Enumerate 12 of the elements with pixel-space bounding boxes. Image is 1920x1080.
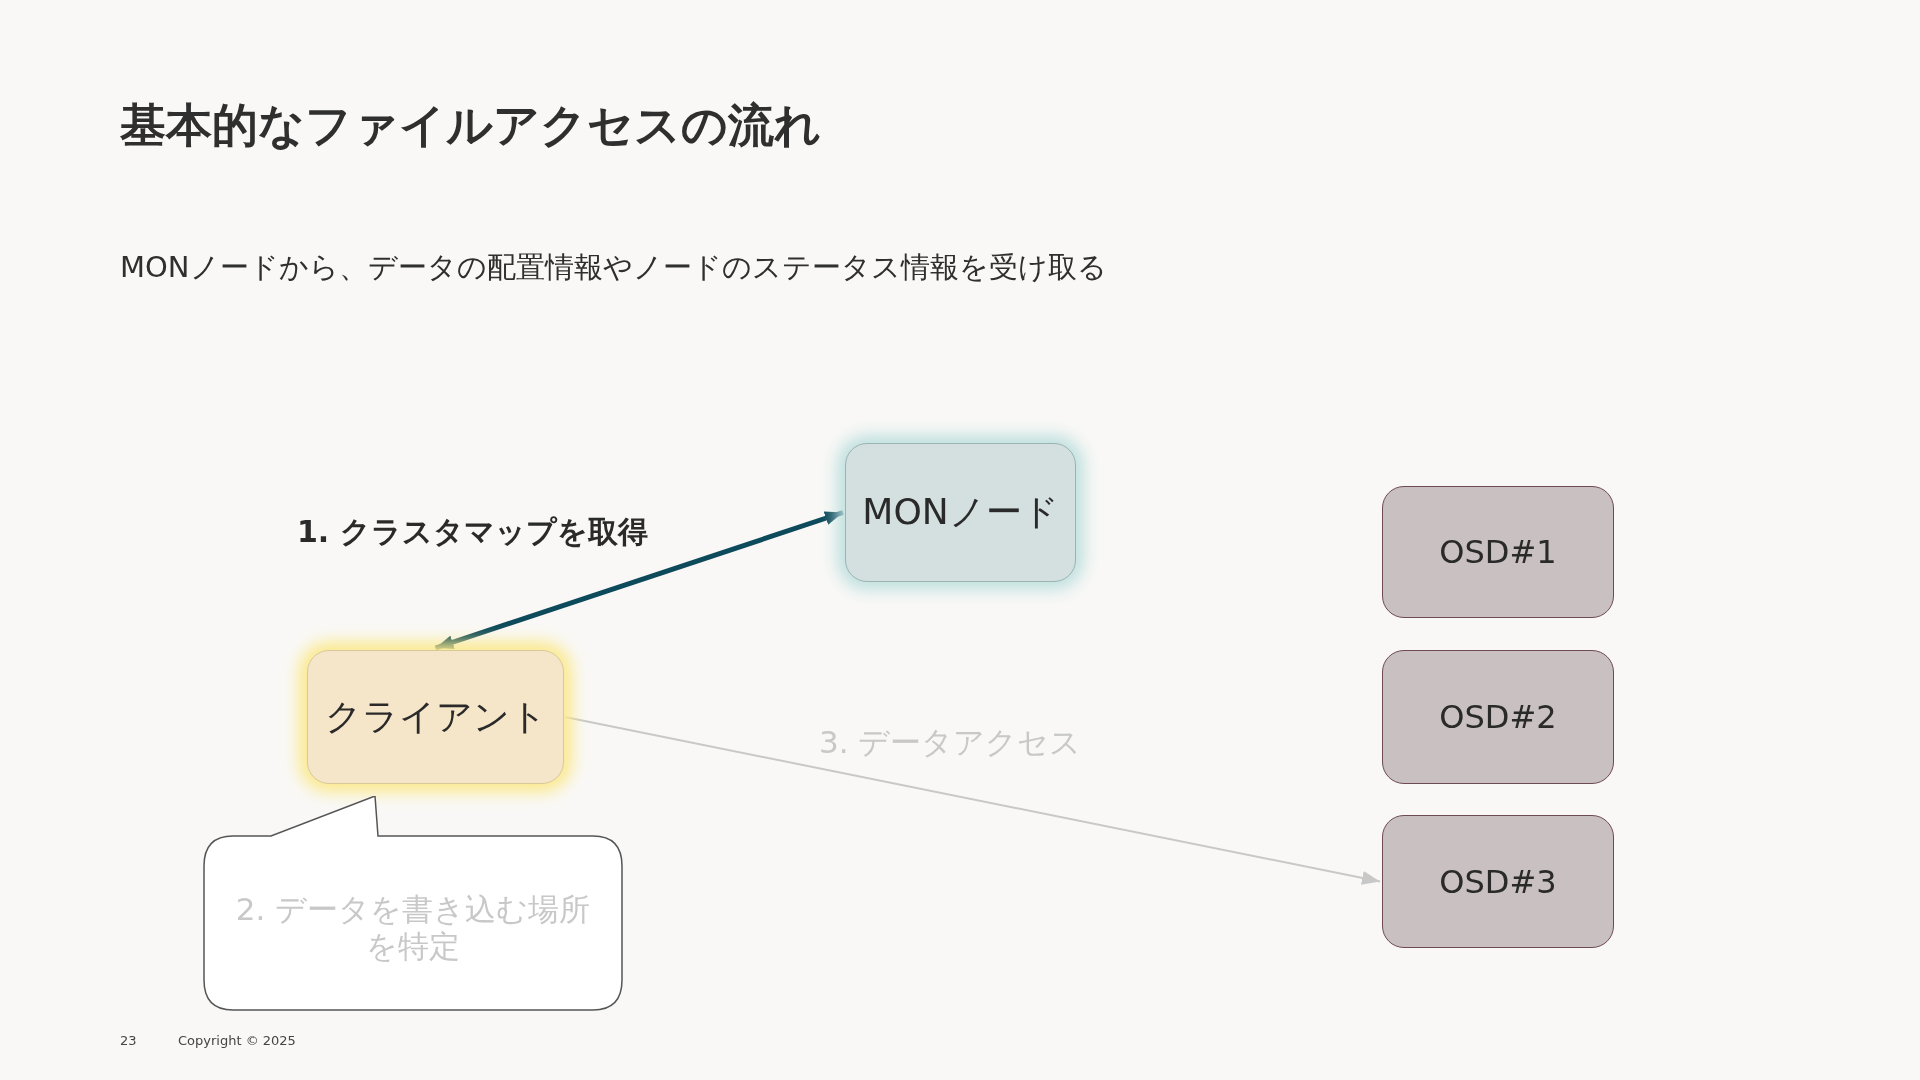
- storage-box: OSD#3: [1382, 815, 1614, 948]
- arrow: [564, 716, 1381, 885]
- storage-box: OSD#2: [1382, 650, 1614, 784]
- page-number: 23: [120, 1033, 137, 1048]
- speech-bubble: [203, 796, 623, 1011]
- storage-box: OSD#1: [1382, 486, 1614, 618]
- copyright-text: Copyright © 2025: [178, 1033, 296, 1048]
- server-box: MONノード: [845, 443, 1076, 582]
- slide-title: 基本的なファイルアクセスの流れ: [120, 97, 821, 154]
- subtitle: MONノードから、データの配置情報やノードのステータス情報を受け取る: [120, 249, 1107, 286]
- client-box: クライアント: [307, 650, 564, 784]
- arrow: [434, 510, 844, 651]
